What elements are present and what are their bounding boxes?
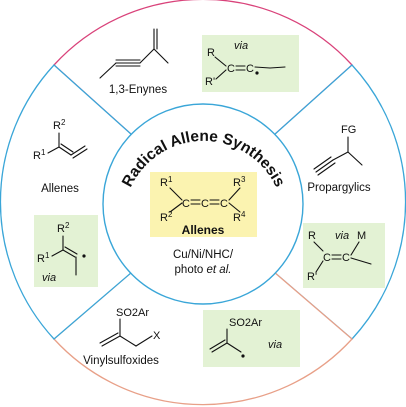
vinylsulfoxide-intermediate-structure: SO2Ar via xyxy=(209,317,282,358)
enyne-via: via xyxy=(234,40,248,52)
product-highlight-box xyxy=(150,172,257,237)
enyne-r-prime: R' xyxy=(205,76,215,88)
enyne-intermediate-box xyxy=(202,35,299,92)
conditions-line1: Cu/Ni/NHC/ xyxy=(173,249,234,261)
vinylsulfoxide-via: via xyxy=(268,339,282,351)
product-r2: R2 xyxy=(160,210,173,224)
propargylic-fg: FG xyxy=(341,124,356,136)
propargylic-via: via xyxy=(335,230,349,242)
enynes-label: 1,3-Enynes xyxy=(109,84,167,96)
allene-intermediate-box xyxy=(34,215,98,287)
allenes-segment-label: Allenes xyxy=(41,183,79,195)
product-label: Allenes xyxy=(182,223,225,237)
product-r4: R4 xyxy=(233,210,246,224)
allene-int-r2: R2 xyxy=(57,221,70,235)
product-c1: C xyxy=(182,198,190,210)
enyne-c2: C xyxy=(246,63,254,75)
product-c2: C xyxy=(201,198,209,210)
vinylsulfoxide-x: X xyxy=(153,330,161,342)
propargylic-intermediate-box xyxy=(303,223,385,288)
vinylsulfoxide-intermediate-box xyxy=(203,310,300,367)
allene-r2: R2 xyxy=(53,118,66,132)
enyne-r: R xyxy=(207,47,215,59)
propargylic-intermediate-structure: R via M R' C C xyxy=(307,230,372,283)
enyne-intermediate-structure: via R R' C C xyxy=(205,40,286,88)
propargylic-c2: C xyxy=(342,252,350,264)
propargylic-r-prime: R' xyxy=(307,271,317,283)
product-r1: R1 xyxy=(160,175,173,189)
allene-r1: R1 xyxy=(33,148,46,162)
vinylsulfoxide-so2ar: SO2Ar xyxy=(116,307,149,319)
product-allene-structure: R1 R2 C C C R3 R4 xyxy=(160,175,246,224)
conditions-line2: photo et al. xyxy=(175,264,232,276)
allene-intermediate-structure: R2 R1 via xyxy=(37,221,86,284)
propargylic-c1: C xyxy=(323,252,331,264)
propargylic-structure: FG xyxy=(313,124,363,176)
allene-int-r1: R1 xyxy=(37,251,50,265)
propargylic-r: R xyxy=(308,230,316,242)
product-r3: R3 xyxy=(233,175,246,189)
enyne-structure xyxy=(99,28,169,79)
allene-via: via xyxy=(42,272,56,284)
vinylsulfoxide-int-so2ar: SO2Ar xyxy=(229,317,262,329)
propargylic-m: M xyxy=(357,230,366,242)
vinylsulfoxide-structure: SO2Ar X xyxy=(99,307,161,347)
enyne-c1: C xyxy=(227,63,235,75)
allene-substrate-structure: R2 R1 xyxy=(33,118,88,162)
propargylics-label: Propargylics xyxy=(307,182,371,194)
product-c3: C xyxy=(220,198,228,210)
vinylsulfoxides-label: Vinylsulfoxides xyxy=(83,355,159,367)
